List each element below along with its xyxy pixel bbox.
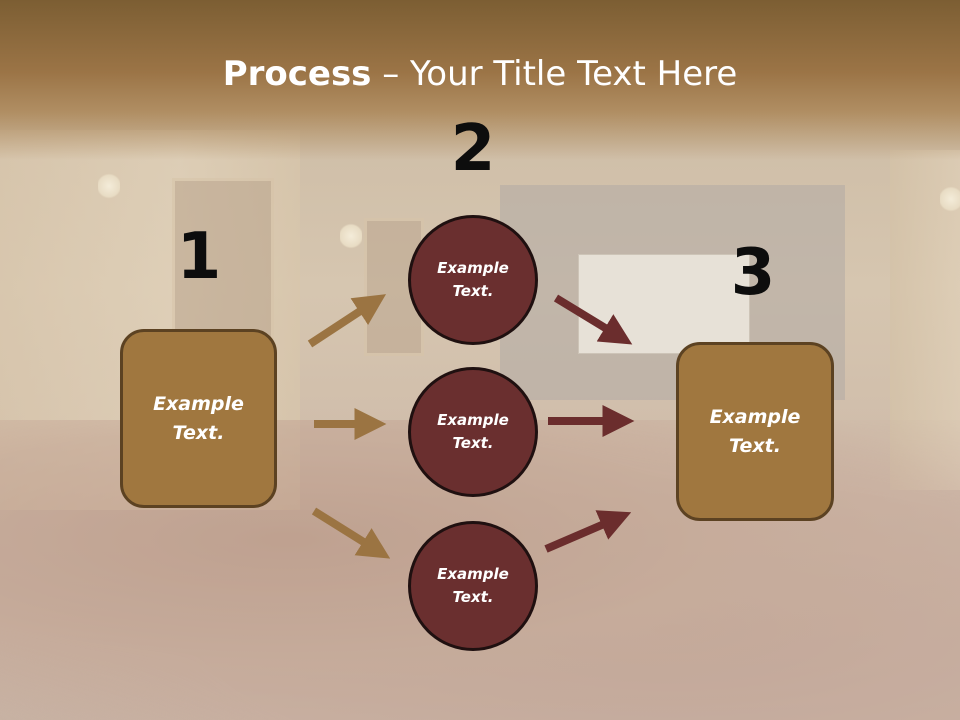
arrow-node1-to-step3 (553, 294, 633, 345)
step-number-2: 2 (450, 112, 496, 186)
step-1-box: Example Text. (120, 329, 277, 508)
step-number-1: 1 (176, 220, 222, 294)
arrow-step1-to-node3 (311, 507, 391, 559)
node-2b-circle: Example Text. (408, 367, 538, 497)
node-2a-circle: Example Text. (408, 215, 538, 345)
step-number-3: 3 (730, 236, 776, 310)
node-2a-label: Example Text. (437, 259, 509, 300)
step-3-label: Example Text. (709, 405, 801, 457)
wall-lamp-icon (940, 185, 960, 213)
arrow-node3-to-step3 (544, 510, 632, 553)
step-3-box: Example Text. (676, 342, 834, 521)
arrow-step1-to-node1 (307, 294, 387, 348)
node-2b-label: Example Text. (437, 411, 509, 452)
node-2c-circle: Example Text. (408, 521, 538, 651)
node-2c-label: Example Text. (437, 565, 509, 606)
wall-lamp-icon (98, 172, 120, 200)
title-bar (0, 0, 960, 160)
slide-title-bold: Process (222, 54, 372, 94)
background-wall-panel (172, 178, 274, 354)
step-1-label: Example Text. (153, 392, 244, 444)
slide-title-rest: – Your Title Text Here (371, 54, 738, 94)
slide-title: Process – Your Title Text Here (0, 52, 960, 96)
wall-lamp-icon (340, 222, 362, 250)
